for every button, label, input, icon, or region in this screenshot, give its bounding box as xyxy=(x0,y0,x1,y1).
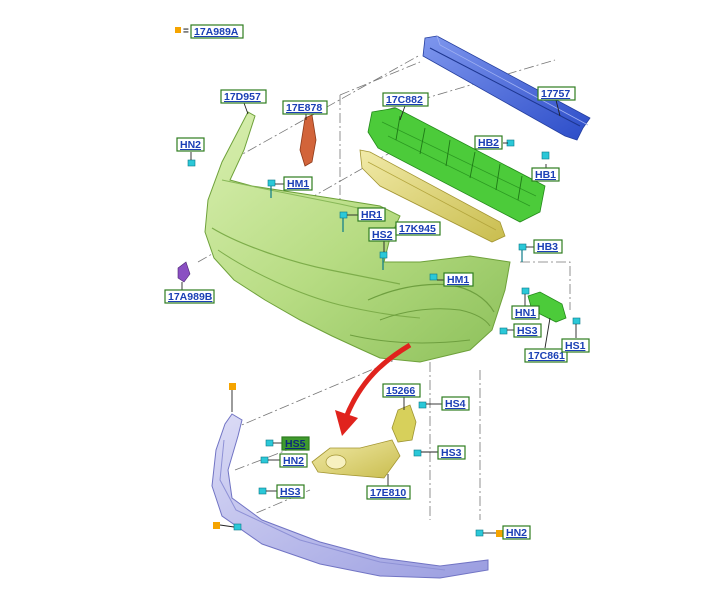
clip-icon xyxy=(258,487,267,495)
clip-icon xyxy=(418,401,427,409)
callout-hs5[interactable]: HS5 xyxy=(281,436,310,451)
marker-17a989a-icon xyxy=(229,383,236,390)
legend-code-label: 17A989A xyxy=(194,26,239,38)
callout-hb1[interactable]: HB1 xyxy=(531,167,560,182)
callout-hb3[interactable]: HB3 xyxy=(533,239,563,254)
clip-icon xyxy=(521,287,530,295)
svg-text:HS3: HS3 xyxy=(441,447,462,459)
clip-icon xyxy=(541,151,550,160)
callout-hn2-bottom[interactable]: HN2 xyxy=(502,525,531,540)
callout-15266[interactable]: 15266 xyxy=(382,383,421,398)
energy-absorber-part[interactable] xyxy=(367,107,546,223)
callout-hb2[interactable]: HB2 xyxy=(474,135,503,150)
bracket-15266-part[interactable] xyxy=(391,404,417,443)
clip-icon xyxy=(413,449,422,457)
svg-text:17757: 17757 xyxy=(541,88,570,100)
svg-text:HN1: HN1 xyxy=(515,307,536,319)
bumper-cover-part[interactable] xyxy=(204,111,511,363)
clip-icon xyxy=(260,456,269,464)
svg-text:HS3: HS3 xyxy=(280,486,301,498)
callout-17a989b[interactable]: 17A989B xyxy=(164,289,215,304)
callout-hs3-low[interactable]: HS3 xyxy=(276,484,305,499)
fastener-17a989b-part[interactable] xyxy=(177,261,191,283)
svg-text:HB3: HB3 xyxy=(537,241,558,253)
callout-17757[interactable]: 17757 xyxy=(537,86,576,101)
callout-17d957[interactable]: 17D957 xyxy=(220,89,267,104)
svg-text:17A989B: 17A989B xyxy=(168,291,213,303)
svg-text:HN2: HN2 xyxy=(506,527,527,539)
svg-text:17K945: 17K945 xyxy=(399,223,436,235)
lower-absorber-part[interactable] xyxy=(359,149,506,243)
clip-icon xyxy=(265,439,274,447)
svg-text:HB2: HB2 xyxy=(478,137,499,149)
legend-marker-icon xyxy=(175,27,181,33)
clip-icon xyxy=(187,159,196,167)
marker-17a989a-icon xyxy=(496,530,503,537)
clip-icon xyxy=(475,529,484,537)
legend-equals: = xyxy=(183,26,189,37)
legend-code-callout[interactable]: 17A989A xyxy=(190,24,244,39)
callout-hm1-mid[interactable]: HM1 xyxy=(443,272,474,287)
svg-text:17E878: 17E878 xyxy=(286,102,322,114)
svg-text:HB1: HB1 xyxy=(535,169,556,181)
callout-hs3-mid[interactable]: HS3 xyxy=(437,445,466,460)
leader-lines xyxy=(181,99,577,534)
svg-text:HS3: HS3 xyxy=(517,325,538,337)
svg-text:17D957: 17D957 xyxy=(224,91,261,103)
direction-arrow-icon xyxy=(335,342,412,436)
svg-text:17C861: 17C861 xyxy=(528,350,565,362)
svg-text:17C882: 17C882 xyxy=(386,94,423,106)
clip-icon xyxy=(379,251,388,270)
callout-17c882[interactable]: 17C882 xyxy=(382,92,429,107)
bracket-17e810-part[interactable] xyxy=(311,439,401,479)
legend: = 17A989A xyxy=(175,24,244,39)
clip-icon xyxy=(518,243,527,262)
lower-lip-spoiler-part[interactable] xyxy=(211,413,489,579)
svg-text:HM1: HM1 xyxy=(287,178,309,190)
clip-icon xyxy=(233,523,242,531)
clip-icon xyxy=(267,179,276,198)
svg-text:HS2: HS2 xyxy=(372,229,393,241)
svg-text:HR1: HR1 xyxy=(361,209,382,221)
callout-17k945[interactable]: 17K945 xyxy=(395,221,441,236)
svg-text:HN2: HN2 xyxy=(283,455,304,467)
callout-17c861[interactable]: 17C861 xyxy=(524,348,568,363)
svg-text:15266: 15266 xyxy=(386,385,415,397)
clip-icon xyxy=(572,317,581,325)
callout-hs2[interactable]: HS2 xyxy=(368,227,397,242)
callout-hs3-right[interactable]: HS3 xyxy=(513,323,542,338)
marker-17a989a-icon xyxy=(213,522,220,529)
svg-text:HM1: HM1 xyxy=(447,274,469,286)
callout-hs4[interactable]: HS4 xyxy=(441,396,470,411)
callout-17e810[interactable]: 17E810 xyxy=(366,485,411,500)
svg-text:HN2: HN2 xyxy=(180,139,201,151)
callout-hr1[interactable]: HR1 xyxy=(357,207,386,222)
callout-hs1[interactable]: HS1 xyxy=(561,338,590,353)
reflector-part[interactable] xyxy=(299,114,317,167)
callout-hn2-top[interactable]: HN2 xyxy=(176,137,205,152)
callout-hn1[interactable]: HN1 xyxy=(511,305,540,320)
clip-icon xyxy=(506,139,515,147)
clip-icon xyxy=(499,327,508,335)
svg-text:HS5: HS5 xyxy=(285,438,306,450)
clip-icon xyxy=(429,273,438,281)
callout-hm1-top[interactable]: HM1 xyxy=(283,176,313,191)
callout-17e878[interactable]: 17E878 xyxy=(282,100,328,115)
svg-text:HS4: HS4 xyxy=(445,398,466,410)
svg-text:HS1: HS1 xyxy=(565,340,586,352)
callout-hn2-mid[interactable]: HN2 xyxy=(279,453,308,468)
svg-text:17E810: 17E810 xyxy=(370,487,406,499)
